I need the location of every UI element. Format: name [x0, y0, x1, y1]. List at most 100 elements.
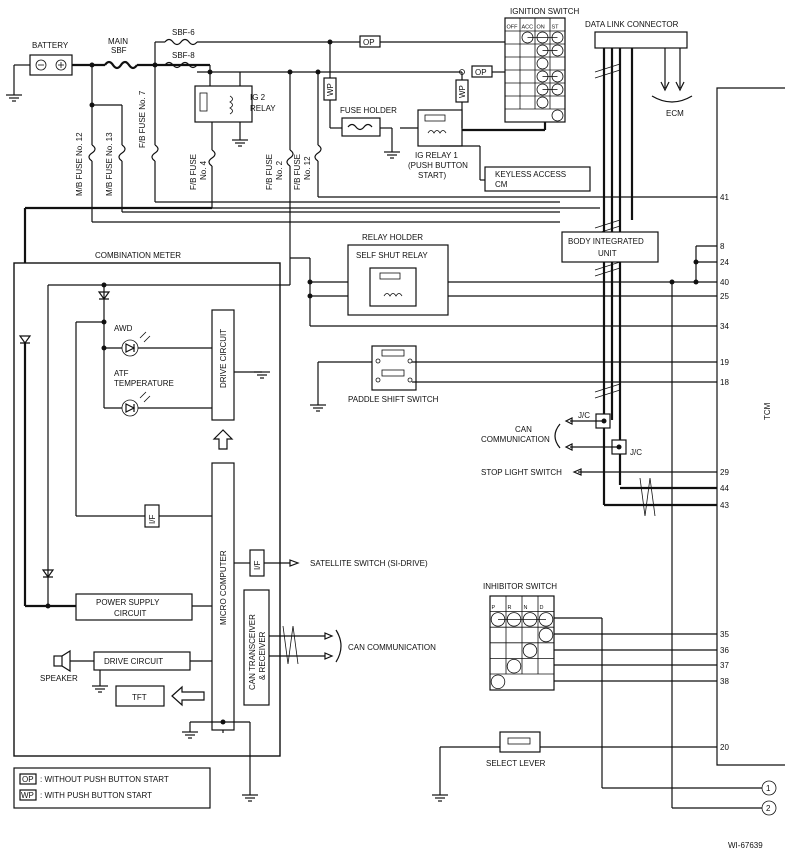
awd-label: AWD [114, 324, 133, 333]
tft-label: TFT [132, 693, 147, 702]
body-integrated-unit: BODY INTEGRATED UNIT [561, 231, 659, 263]
fuse-holder: FUSE HOLDER [340, 106, 397, 137]
battery-minus-icon [35, 59, 47, 71]
ignition-col-header: OFF [507, 25, 519, 31]
ig-relay-1-label-2: (PUSH BUTTON [408, 161, 468, 170]
body-integrated-label-2: UNIT [598, 249, 617, 258]
relay-holder-label: RELAY HOLDER [362, 233, 423, 242]
arrow-up-icon [212, 429, 234, 450]
ig2-relay-label-2: RELAY [250, 104, 276, 113]
speaker-icon [53, 649, 71, 673]
mb-fuse-13-label: M/B FUSE No. 13 [105, 132, 114, 196]
if-label: I/F [148, 515, 157, 524]
ig2-relay: IG 2 RELAY [194, 72, 276, 147]
pin-37: 37 [720, 661, 729, 670]
ground-icon [182, 731, 198, 739]
battery-label: BATTERY [32, 41, 69, 50]
diode-icon-3 [41, 569, 55, 579]
wp-label: WP [326, 83, 335, 96]
drive-circuit-box: DRIVE CIRCUIT [93, 651, 191, 671]
body-integrated-label: BODY INTEGRATED [568, 237, 644, 246]
inhibitor-contact [538, 627, 554, 643]
legend: OP : WITHOUT PUSH BUTTON START WP : WITH… [13, 767, 211, 809]
battery: BATTERY [6, 41, 73, 102]
relay-holder: RELAY HOLDER SELF SHUT RELAY [347, 233, 449, 316]
fuse-holder-label: FUSE HOLDER [340, 106, 397, 115]
if-label-2: I/F [253, 561, 262, 570]
power-supply-label-2: CIRCUIT [114, 609, 147, 618]
self-shut-relay-label: SELF SHUT RELAY [356, 251, 428, 260]
ground-icon [242, 794, 258, 802]
atf-label: ATF [114, 369, 129, 378]
ground-icon [6, 94, 22, 102]
tcm-border [716, 87, 785, 766]
drive-circuit-vertical: DRIVE CIRCUIT [211, 309, 235, 421]
pin-41: 41 [720, 193, 729, 202]
mb-fuse-12-label: M/B FUSE No. 12 [75, 132, 84, 196]
jc-label-2: J/C [630, 448, 642, 457]
legend-wp-label: WP [21, 791, 34, 800]
atf-label-2: TEMPERATURE [114, 379, 174, 388]
tcm-pins: 41 8 24 40 25 34 19 18 29 44 43 35 36 37… [720, 193, 729, 752]
ignition-switch-label: IGNITION SWITCH [510, 7, 580, 16]
fb-fuse-2-label-2: No. 2 [275, 160, 284, 180]
ground-icon [384, 151, 400, 159]
data-link-connector-label: DATA LINK CONNECTOR [585, 20, 679, 29]
twisted-pair-mark [594, 63, 621, 79]
sbf8-label: SBF-8 [172, 51, 195, 60]
micro-computer-label: MICRO COMPUTER [219, 550, 228, 625]
stop-light-label: STOP LIGHT SWITCH [481, 468, 562, 477]
legend-op-box [19, 773, 37, 785]
pin-35: 35 [720, 630, 729, 639]
can-comm-label: CAN [515, 425, 532, 434]
legend-wp-box [19, 789, 37, 801]
main-sbf-label: MAIN [108, 37, 128, 46]
power-supply-circuit: POWER SUPPLY CIRCUIT [75, 593, 193, 621]
speaker-label: SPEAKER [40, 674, 78, 683]
inhibitor-col-header: N [524, 605, 528, 611]
legend-op-label: OP [22, 775, 34, 784]
can-communication-label: CAN COMMUNICATION [348, 643, 436, 652]
ig2-relay-label: IG 2 [250, 93, 266, 102]
select-lever-label: SELECT LEVER [486, 759, 546, 768]
ignition-col-header: ON [537, 25, 545, 31]
inhibitor-col-header: D [540, 605, 544, 611]
sbf6-fuse [164, 38, 198, 46]
connector-2-label: 2 [766, 804, 771, 813]
legend-op-desc: : WITHOUT PUSH BUTTON START [40, 775, 169, 784]
can-transceiver-label: CAN TRANSCEIVER [248, 614, 257, 690]
pin-38: 38 [720, 677, 729, 686]
ground-icon [92, 685, 108, 693]
can-arc [554, 423, 561, 449]
connector-1: 1 [761, 780, 777, 796]
main-sbf-label-2: SBF [111, 46, 127, 55]
arrow-left-icon [171, 685, 205, 707]
fuse-column: M/B FUSE No. 12 M/B FUSE No. 13 F/B FUSE… [75, 65, 322, 258]
connector-1-label: 1 [766, 784, 771, 793]
wp-label-2: WP [458, 85, 467, 98]
keyless-label-2: CM [495, 180, 508, 189]
op-label: OP [363, 38, 375, 47]
fb-fuse-12-label-2: No. 12 [303, 156, 312, 180]
op-label-2: OP [475, 68, 487, 77]
sbf8-fuse [164, 61, 198, 69]
drive-circuit-v-label: DRIVE CIRCUIT [219, 329, 228, 388]
fb-fuse-7-label: F/B FUSE No. 7 [138, 90, 147, 148]
pin-24: 24 [720, 258, 729, 267]
tft-box [115, 685, 165, 707]
micro-computer: MICRO COMPUTER [211, 462, 235, 731]
pin-43: 43 [720, 501, 729, 510]
pin-18: 18 [720, 378, 729, 387]
pin-25: 25 [720, 292, 729, 301]
ground-icon [432, 794, 448, 802]
ig-relay-1: IG RELAY 1 (PUSH BUTTON START) [408, 109, 468, 180]
ignition-contact [551, 109, 564, 122]
ignition-contact [536, 96, 549, 109]
inhibitor-contact [506, 659, 522, 674]
ecm-arc [651, 95, 693, 103]
ignition-contact [536, 57, 549, 70]
can-comm-label-2: COMMUNICATION [481, 435, 550, 444]
pin-34: 34 [720, 322, 729, 331]
